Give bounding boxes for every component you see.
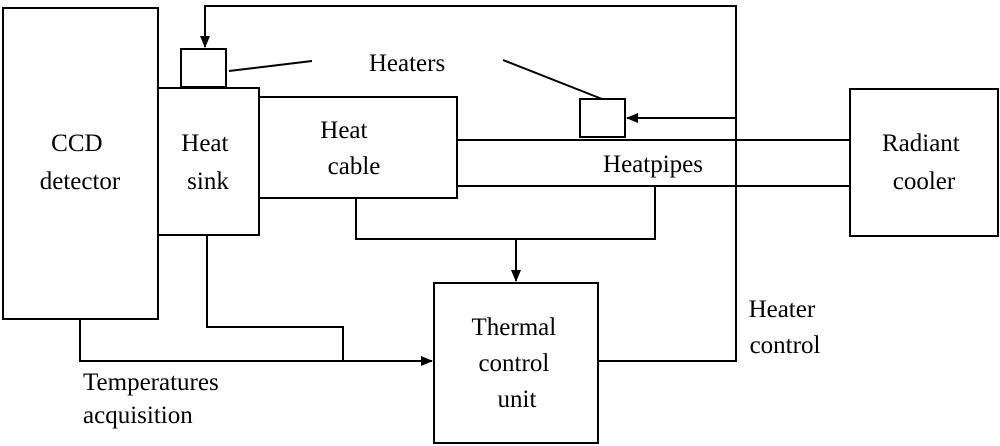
- temperatures-acquisition-label-line-2: acquisition: [83, 402, 193, 429]
- ccd-detector-label-line-1: CCD: [51, 130, 102, 157]
- ccd-detector-label-line-2: detector: [40, 168, 121, 195]
- heatpipes-label: Heatpipes: [603, 151, 703, 178]
- thermal-control-unit-label: Thermal control unit: [472, 314, 563, 413]
- radiant-cooler-label-line-2: cooler: [893, 168, 956, 195]
- heat-sink-label-line-1: Heat: [181, 130, 228, 157]
- heater-control-line: [200, 5, 737, 362]
- heater-control-label: Heater control: [749, 296, 822, 359]
- heaters-label: Heaters: [369, 50, 445, 77]
- heat-cable-label-line-1: Heat: [320, 117, 367, 144]
- thermal-control-unit-label-line-3: unit: [498, 386, 537, 413]
- radiant-cooler-box: [849, 88, 999, 237]
- heat-cable-label-line-2: cable: [328, 153, 381, 180]
- temperatures-acquisition-label-line-1: Temperatures: [83, 369, 219, 396]
- heat-cable-box: [258, 96, 458, 199]
- sensor-line-heat-sink: [206, 235, 344, 361]
- temperatures-acquisition-label: Temperatures acquisition: [83, 369, 225, 429]
- heaters-pointer-left: [228, 60, 313, 72]
- ccd-detector-box: [2, 7, 159, 320]
- heat-sink-label-line-2: sink: [187, 168, 229, 195]
- ccd-detector-label: CCD detector: [40, 130, 121, 195]
- heat-cable-label: Heat cable: [320, 117, 380, 180]
- heat-sink-box: [157, 87, 260, 236]
- heater-control-label-line-1: Heater: [749, 296, 816, 323]
- heat-sink-label: Heat sink: [181, 130, 234, 195]
- heaters-pointer-right: [502, 59, 603, 100]
- heater-left: [180, 48, 227, 88]
- heater-control-label-line-2: control: [750, 332, 821, 359]
- sensor-line-cable-pipes: [355, 186, 656, 240]
- radiant-cooler-label: Radiant cooler: [882, 130, 966, 195]
- thermal-control-unit-label-line-1: Thermal: [472, 314, 557, 341]
- heater-right: [579, 98, 626, 138]
- thermal-control-unit-label-line-2: control: [478, 350, 549, 377]
- temperatures-acquisition-line: [79, 319, 433, 366]
- radiant-cooler-label-line-1: Radiant: [882, 130, 960, 157]
- thermal-control-unit-box: [433, 282, 599, 444]
